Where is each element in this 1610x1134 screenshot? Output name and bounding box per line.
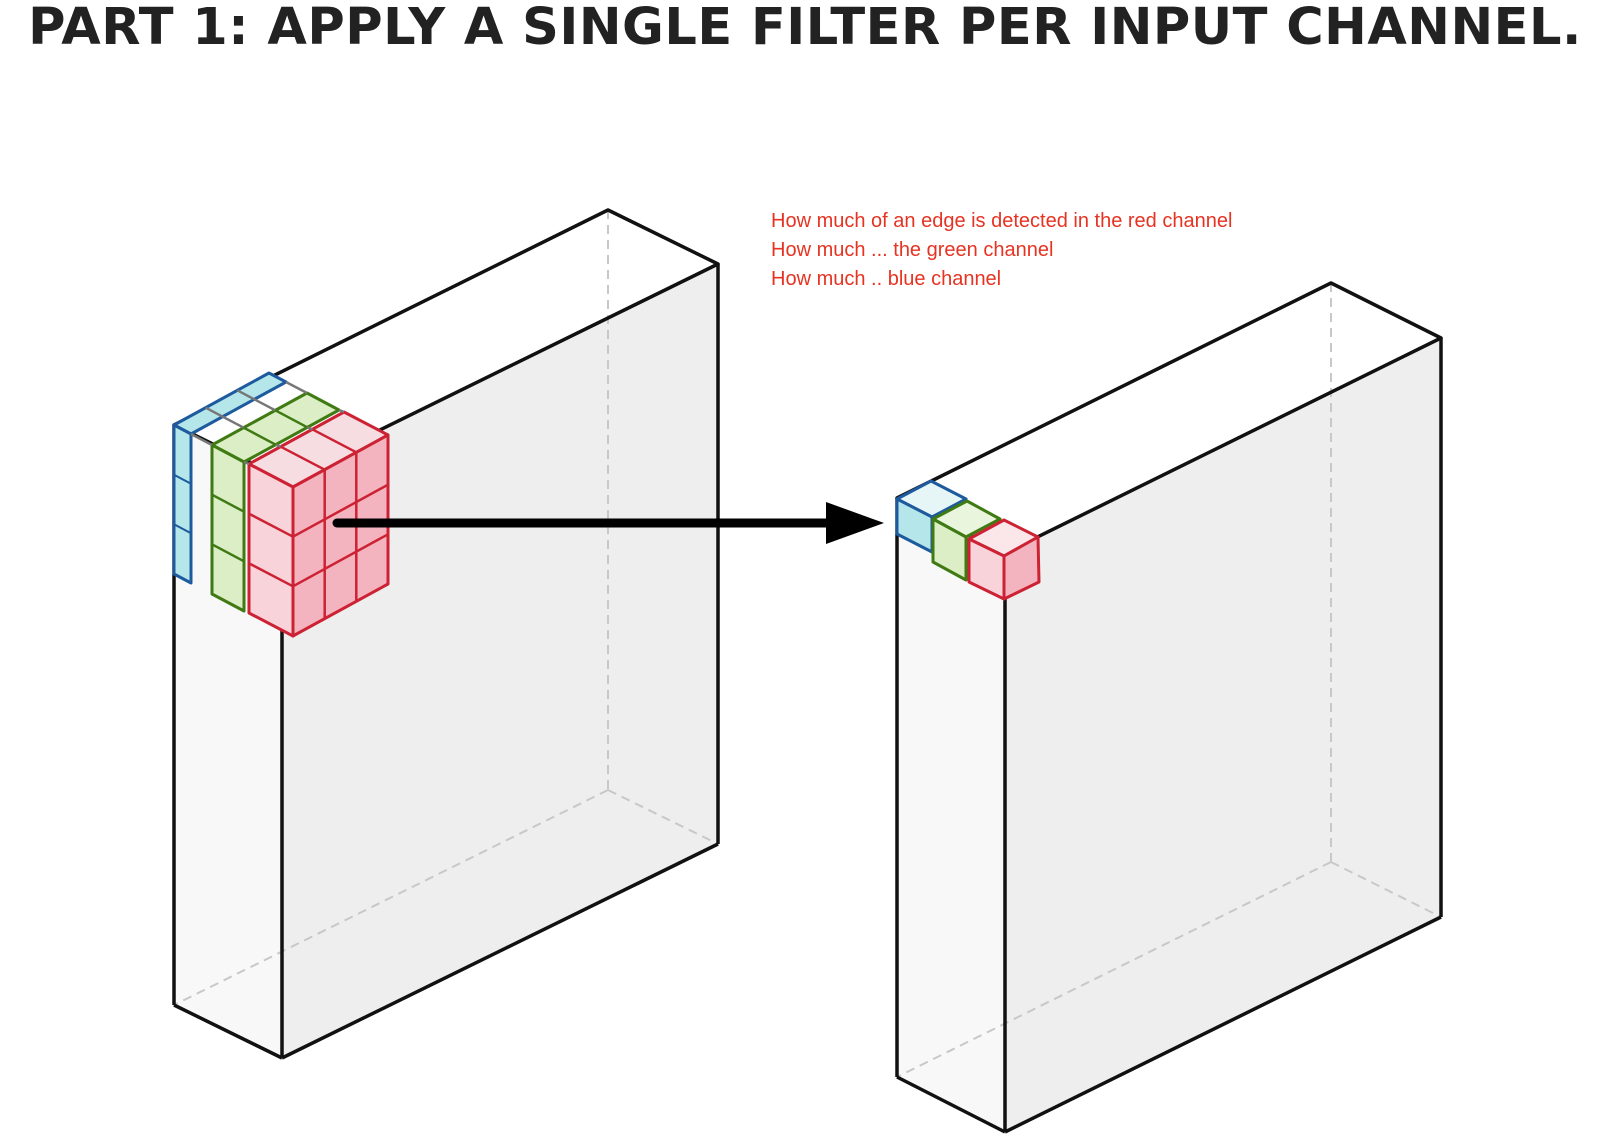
input-volume-edges — [172, 208, 720, 1060]
channel-annotations: How much of an edge is detected in the r… — [771, 207, 1232, 294]
annotation-green-channel: How much ... the green channel — [771, 239, 1054, 261]
output-red-cell — [967, 518, 1041, 601]
input-volume — [172, 208, 720, 1060]
input-volume-hidden-edges — [173, 210, 719, 1006]
red-channel-filter — [243, 408, 390, 638]
output-volume-top-face — [897, 283, 1441, 553]
output-green-cell — [931, 499, 1002, 582]
annotation-blue-channel: How much .. blue channel — [771, 268, 1002, 290]
green-channel-filter — [190, 380, 341, 613]
slide-title: PART 1: APPLY A SINGLE FILTER PER INPUT … — [28, 0, 1582, 57]
mapping-arrow — [332, 502, 884, 544]
blue-channel-filter — [172, 371, 288, 585]
output-volume — [895, 281, 1443, 1134]
output-volume-hidden-edges — [896, 283, 1442, 1078]
input-volume-side-face — [282, 264, 718, 1058]
output-volume-edges — [895, 281, 1443, 1134]
output-volume-front-face — [897, 498, 1005, 1132]
annotation-red-channel: How much of an edge is detected in the r… — [771, 210, 1233, 232]
output-volume-side-face — [1005, 338, 1441, 1132]
